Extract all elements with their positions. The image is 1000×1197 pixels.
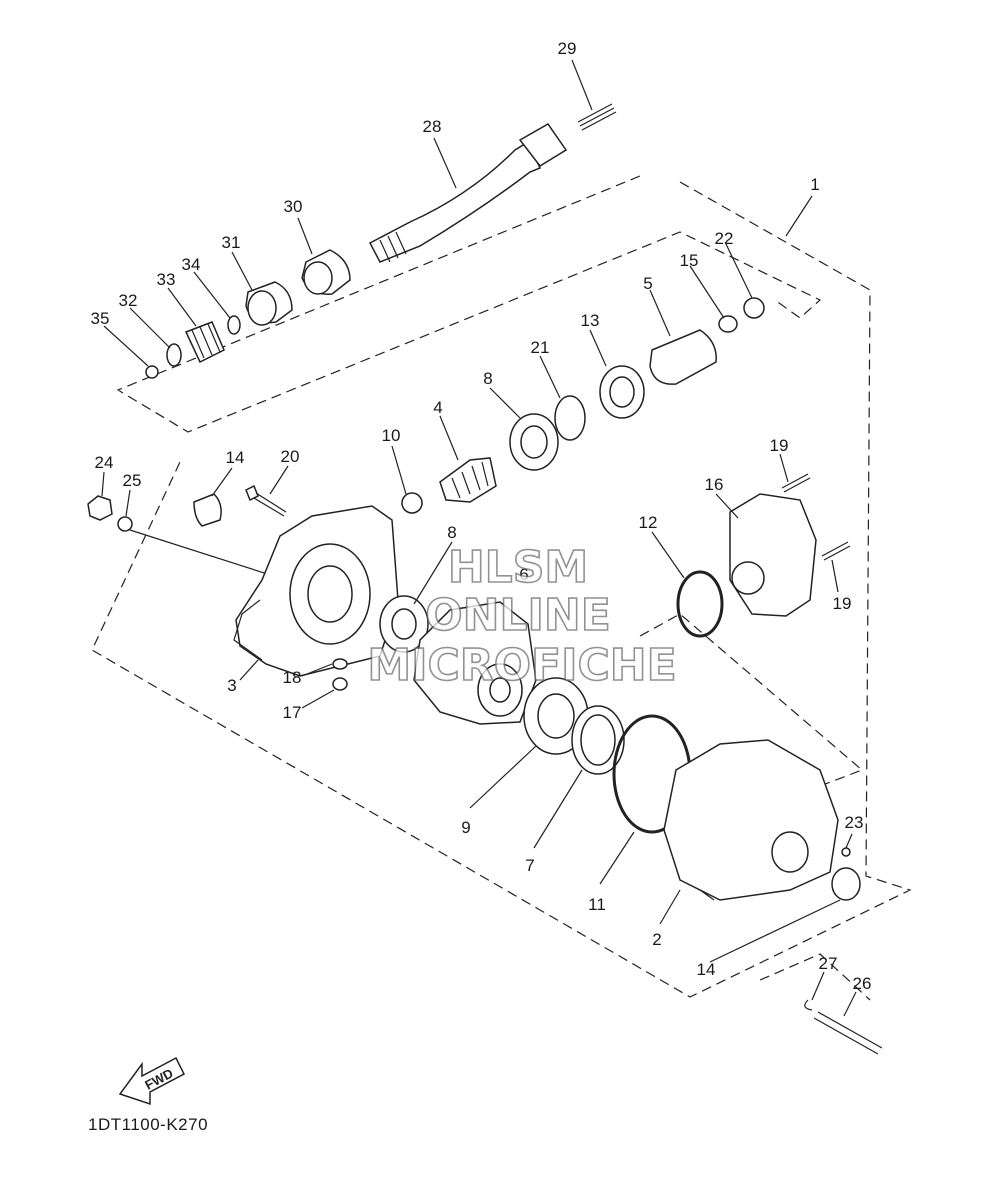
callout-12: 12 [639,513,658,532]
callout-14-right: 14 [697,960,716,979]
callout-32: 32 [119,291,138,310]
callout-35: 35 [91,309,110,328]
oil-seal-13-inner [609,376,635,408]
callout-20: 20 [281,447,300,466]
callout-4: 4 [433,398,442,417]
roller-bearing-10 [401,492,423,514]
plug-17 [332,677,348,691]
callout-14-left: 14 [226,448,245,467]
callout-11: 11 [588,895,606,914]
callout-19-top: 19 [770,436,789,455]
oil-seal-14-right [831,867,861,901]
cover-16 [729,493,817,617]
ring-gear-6 [413,601,537,725]
needle-bearing [184,321,225,364]
callout-21: 21 [531,338,550,357]
callout-27: 27 [819,954,838,973]
bearing-8-mid-inner [391,608,417,640]
fwd-label: FWD [142,1066,175,1093]
spring [577,103,617,131]
bearing-housing [301,249,351,295]
callout-19-bottom: 19 [833,594,852,613]
callout-25: 25 [123,471,142,490]
drive-pinion [439,457,497,503]
callout-24: 24 [95,453,114,472]
callout-31: 31 [222,233,241,252]
callout-5: 5 [643,274,652,293]
o-ring-12 [676,570,724,638]
pin-26 [813,1011,883,1055]
oil-seal-14-left [193,493,222,527]
callout-15: 15 [680,251,699,270]
callout-30: 30 [284,197,303,216]
diagram-code: 1DT1100-K270 [88,1115,208,1134]
callout-7: 7 [525,856,534,875]
assembly-boundary-upper [116,175,822,433]
coupling-gear [649,329,717,385]
callout-labels: 29 28 1 30 22 15 31 34 33 5 32 13 35 21 … [91,39,872,993]
assembly-boundary-main [91,181,912,998]
callout-33: 33 [157,270,176,289]
shim-7-inner [580,714,616,766]
callout-29: 29 [558,39,577,58]
sub-boundary-pin [759,953,871,1001]
watermark: HLSM ONLINE MICROFICHE [367,541,678,692]
callout-8-top: 8 [483,369,492,388]
callout-34: 34 [182,255,201,274]
watermark-line-3: MICROFICHE [367,640,676,691]
bolt-20 [245,484,287,517]
callout-18: 18 [283,668,302,687]
nut-24 [87,495,113,521]
washer-18 [332,658,348,670]
bolt-19-top [781,473,811,493]
callout-2: 2 [652,930,661,949]
callout-13: 13 [581,311,600,330]
dowel-23 [841,847,851,857]
clip-27 [804,999,813,1011]
callout-8-mid: 8 [447,523,456,542]
callout-6: 6 [519,565,528,584]
circlip [227,315,241,335]
callout-10: 10 [382,426,401,445]
callout-26: 26 [853,974,872,993]
callout-3: 3 [227,676,236,695]
drive-shaft [368,123,568,263]
bolt-19-bottom [821,541,851,561]
washer-25 [117,516,133,532]
callout-23: 23 [845,813,864,832]
callout-22: 22 [715,229,734,248]
washer-15 [718,315,738,333]
watermark-line-1: HLSM [448,542,588,593]
callout-1: 1 [810,175,819,194]
ring-32 [166,343,182,367]
gear-case-3 [233,505,399,677]
callout-17: 17 [283,703,302,722]
sub-boundary [639,613,864,787]
callout-16: 16 [705,475,724,494]
callout-9: 9 [461,818,470,837]
callout-28: 28 [423,117,442,136]
fwd-arrow-icon: FWD [118,1056,185,1106]
bearing-9-inner [537,693,575,739]
bearing-8-top-inner [520,425,548,459]
coupling [245,281,293,326]
cap-35 [145,365,159,379]
shim-21 [554,395,586,441]
watermark-line-2: ONLINE [425,590,611,641]
leader-lines [101,59,857,1017]
nut-22 [743,297,765,319]
gear-case-2 [663,739,839,901]
